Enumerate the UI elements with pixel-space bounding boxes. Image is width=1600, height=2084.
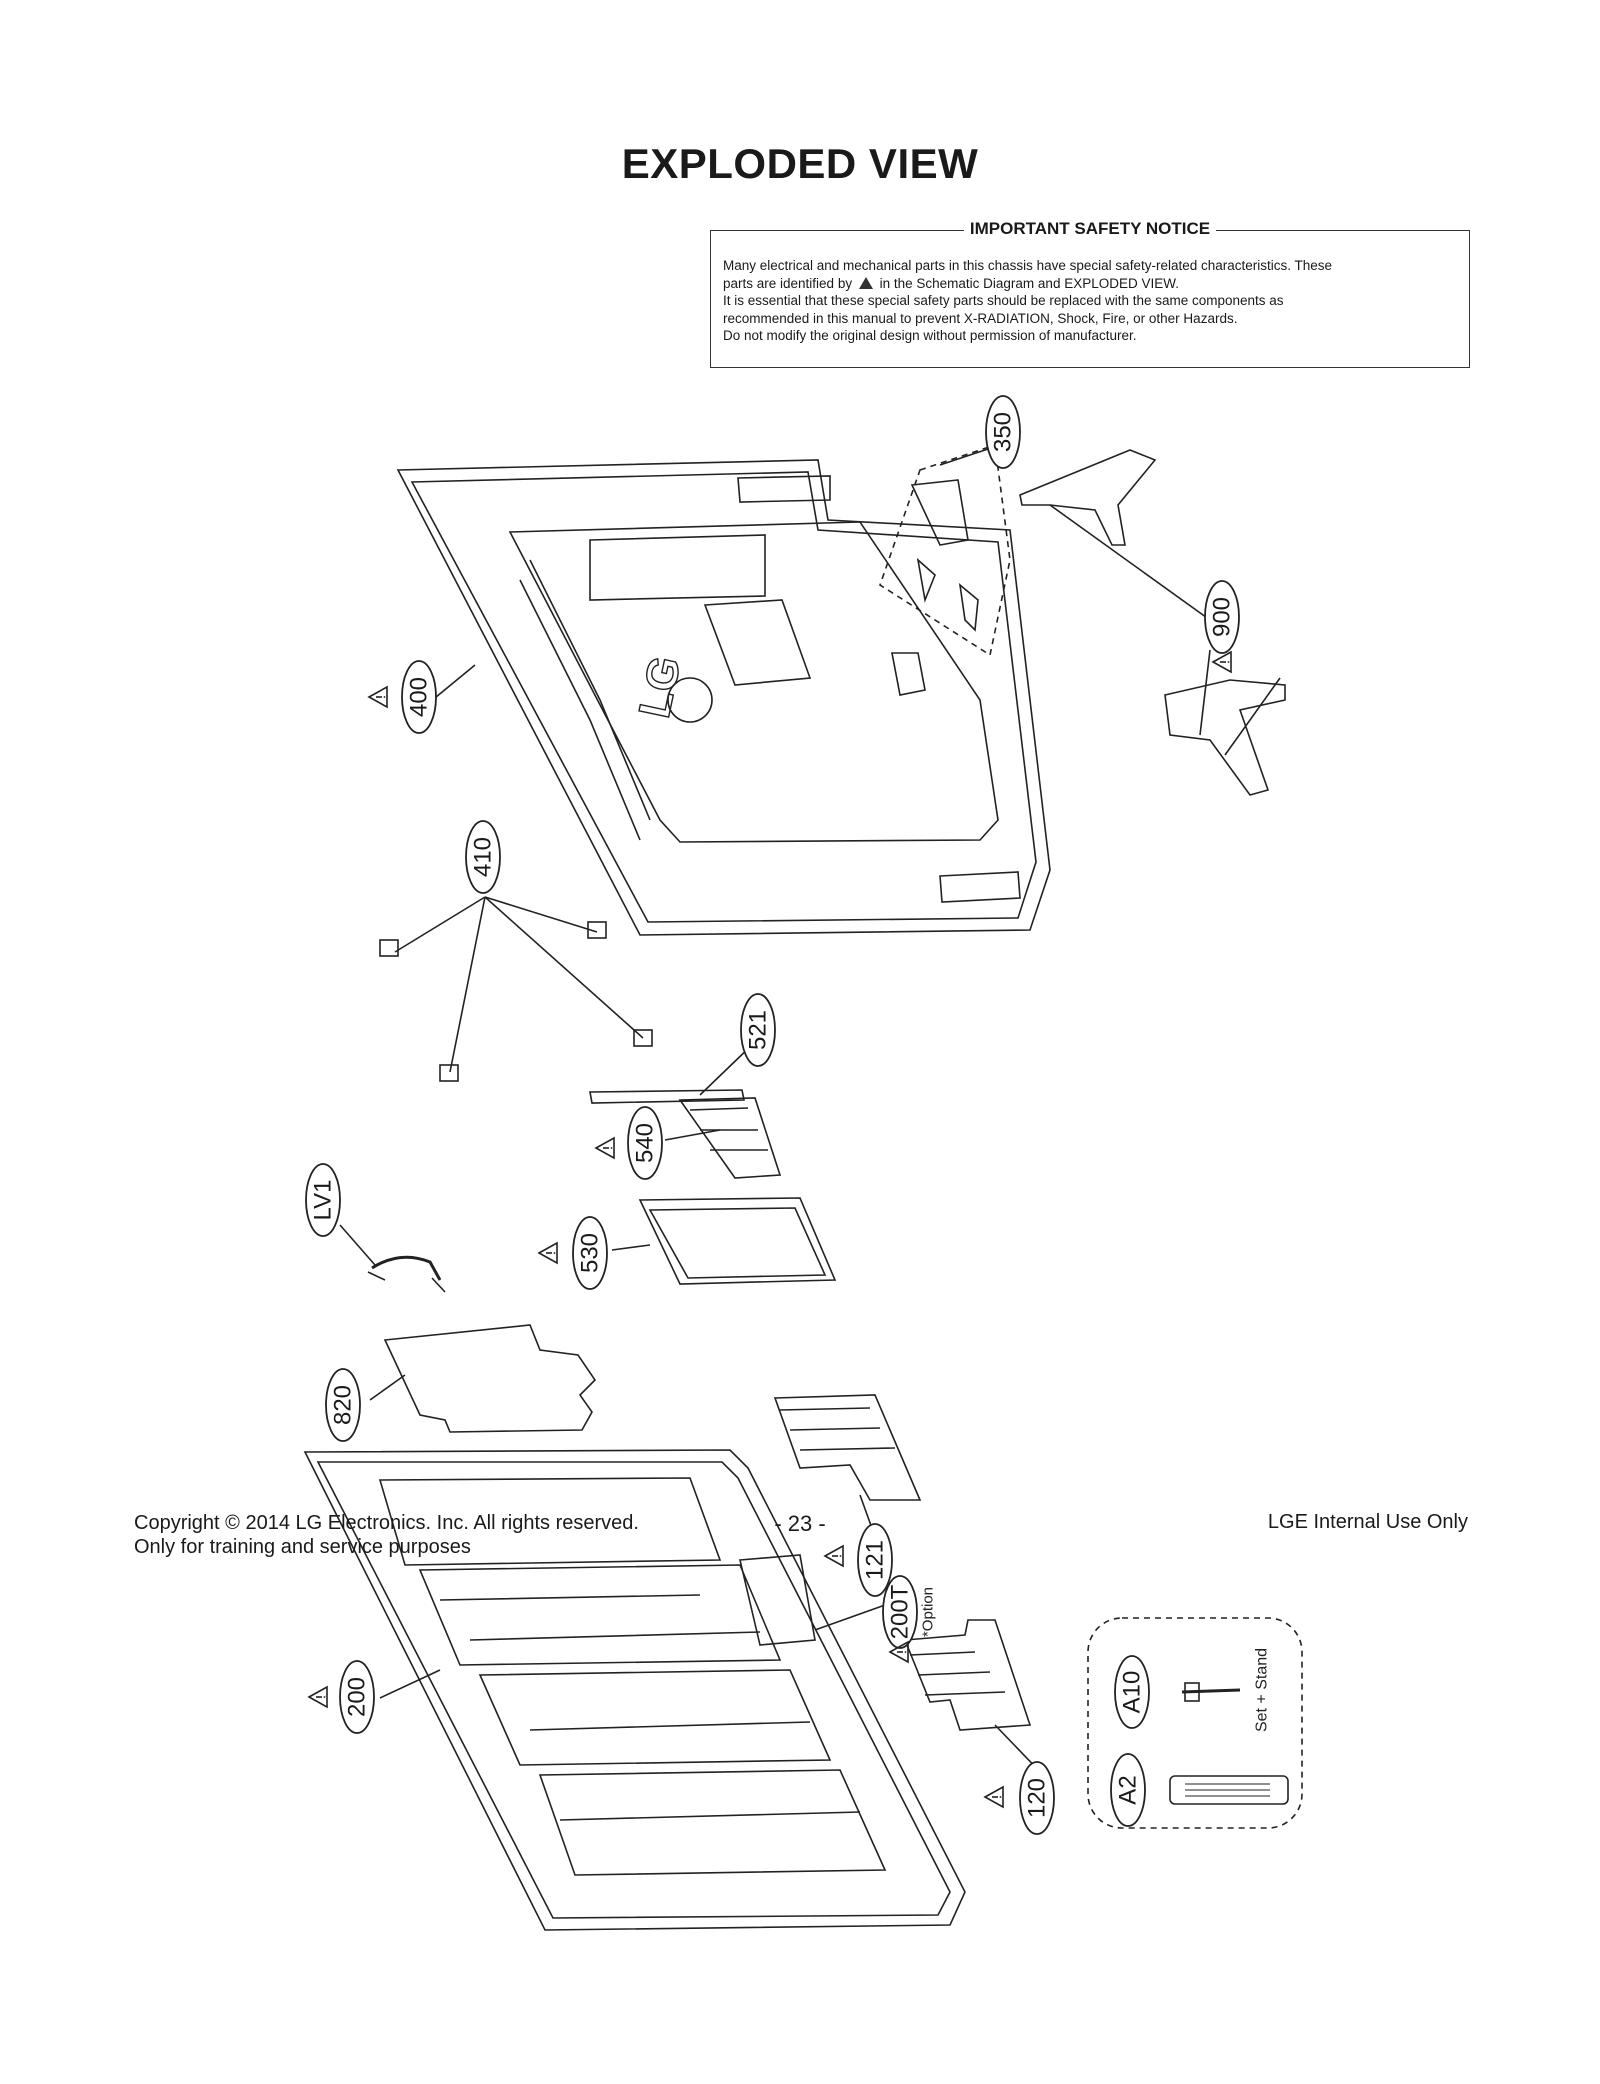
callout-200: 200 [308, 1660, 375, 1734]
safety-notice-heading: IMPORTANT SAFETY NOTICE [963, 219, 1217, 238]
warning-triangle-icon [858, 276, 873, 289]
callout-label-530: 530 [577, 1233, 604, 1273]
speaker-part [903, 1619, 1032, 1731]
main-board-part [589, 1089, 782, 1179]
cable-part [367, 1255, 446, 1293]
notice-line: parts are identified by [723, 275, 853, 291]
callout-350: 350 [985, 395, 1021, 469]
notice-line: Do not modify the original design withou… [723, 328, 1137, 343]
callout-121: 121 [824, 1523, 893, 1597]
stand-bracket-part [910, 479, 979, 632]
callout-label-200T: 200T [887, 1584, 914, 1639]
callout-label-120: 120 [1024, 1778, 1051, 1818]
callout-label-121: 121 [862, 1540, 889, 1580]
callout-label-350: 350 [990, 412, 1017, 452]
back-cover-part [396, 459, 1051, 936]
notice-line: in the Schematic Diagram and EXPLODED VI… [879, 275, 1179, 291]
callout-A10: A10 [1114, 1655, 1150, 1729]
callout-LV1: LV1 [305, 1163, 341, 1237]
callout-200T: 200T *Option [882, 1575, 937, 1663]
warning-triangle-icon [595, 1137, 615, 1159]
callout-820: 820 [325, 1368, 361, 1442]
callout-label-400: 400 [406, 677, 433, 717]
warning-triangle-icon [984, 1786, 1004, 1808]
svg-text:LG: LG [630, 652, 691, 722]
warning-triangle-icon [824, 1545, 844, 1567]
callout-label-410: 410 [470, 837, 497, 877]
warning-triangle-icon [308, 1686, 328, 1708]
safety-notice-box: IMPORTANT SAFETY NOTICE Many electrical … [710, 219, 1470, 368]
safety-notice-body: Many electrical and mechanical parts in … [723, 257, 1457, 345]
screw-part [1181, 1682, 1241, 1702]
callout-410: 410 [465, 820, 501, 894]
notice-line: Many electrical and mechanical parts in … [723, 258, 1333, 273]
notice-line: It is essential that these special safet… [723, 293, 1284, 308]
callout-label-LV1: LV1 [310, 1180, 337, 1221]
callout-label-A10: A10 [1119, 1671, 1146, 1714]
footer-copyright-block: Copyright © 2014 LG Electronics. Inc. Al… [134, 1511, 639, 1559]
wall-mount-clips-part [379, 921, 653, 1082]
callout-A2: A2 [1110, 1753, 1146, 1827]
set-stand-note: Set + Stand [1254, 1648, 1271, 1732]
option-note: *Option [920, 1587, 937, 1637]
speaker-part [773, 1394, 922, 1501]
callout-521: 521 [740, 993, 776, 1067]
copyright-text: Copyright © 2014 LG Electronics. Inc. Al… [134, 1512, 639, 1534]
callout-label-200: 200 [344, 1677, 371, 1717]
notice-line: recommended in this manual to prevent X-… [723, 310, 1238, 326]
insulator-sheet-part [383, 1324, 597, 1433]
callout-label-900: 900 [1209, 597, 1236, 637]
module-frame-part [303, 1449, 966, 1931]
callout-120: 120 [984, 1761, 1055, 1835]
callout-900: 900 [1204, 580, 1240, 673]
page-title: EXPLODED VIEW [621, 140, 979, 187]
callout-400: 400 [368, 660, 437, 734]
warning-triangle-icon [1212, 651, 1232, 673]
warning-triangle-icon [538, 1242, 558, 1264]
warning-triangle-icon [368, 686, 388, 708]
callout-label-521: 521 [745, 1010, 772, 1050]
internal-use-label: LGE Internal Use Only [1267, 1511, 1468, 1533]
purpose-text: Only for training and service purposes [134, 1536, 471, 1558]
callout-530: 530 [538, 1216, 608, 1290]
callout-540: 540 [595, 1106, 663, 1180]
callout-label-A2: A2 [1115, 1775, 1142, 1804]
power-board-part [638, 1197, 837, 1285]
remote-control-part [1169, 1775, 1289, 1805]
page-number: - 23 - [774, 1511, 826, 1536]
stand-legs-part [1019, 449, 1286, 796]
callout-label-820: 820 [330, 1385, 357, 1425]
callout-label-540: 540 [632, 1123, 659, 1163]
